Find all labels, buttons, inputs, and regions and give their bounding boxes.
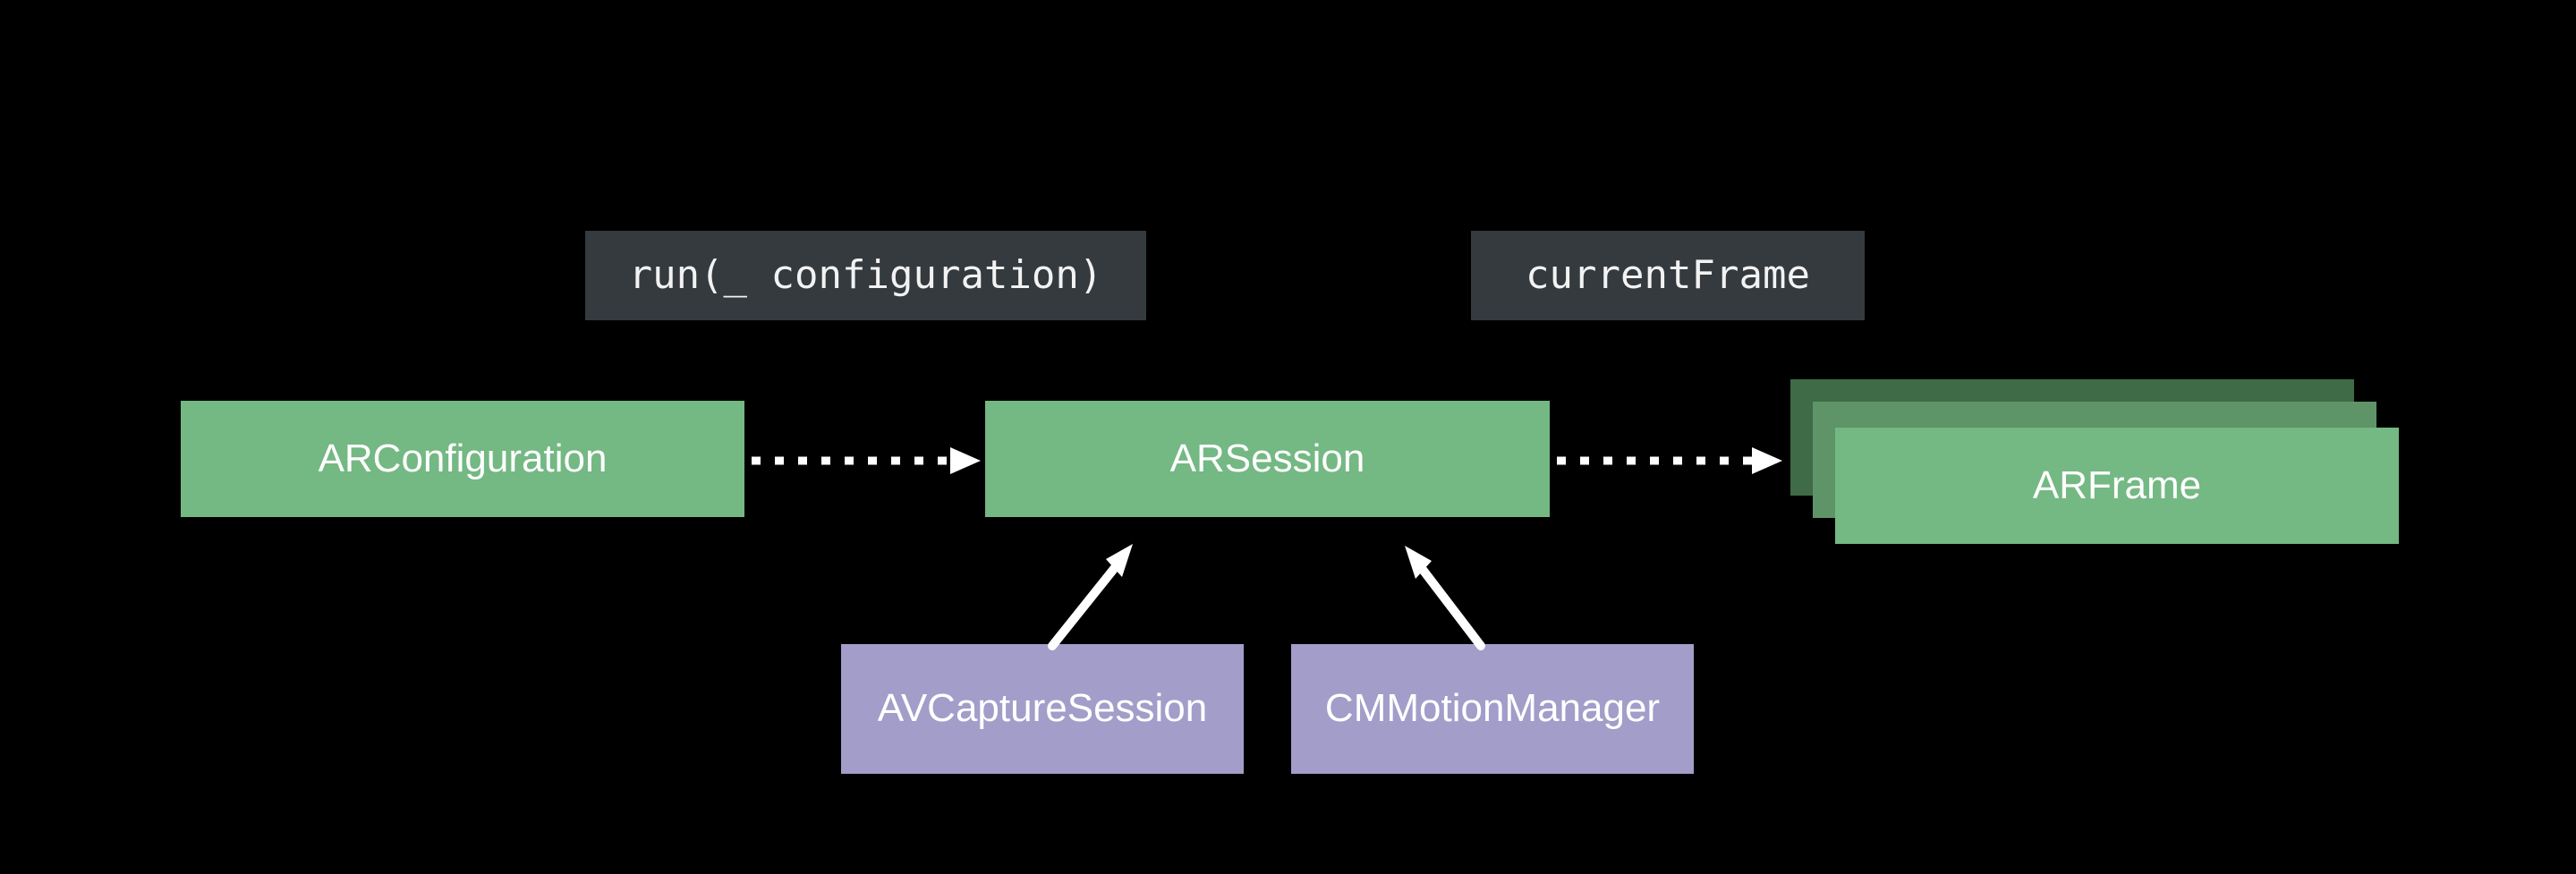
node-cmmotionmanager[interactable]: CMMotionManager bbox=[1291, 644, 1694, 774]
node-arsession[interactable]: ARSession bbox=[985, 401, 1550, 517]
code-label-current-frame: currentFrame bbox=[1471, 231, 1865, 320]
node-arconfiguration[interactable]: ARConfiguration bbox=[181, 401, 744, 517]
node-avcapturesession[interactable]: AVCaptureSession bbox=[841, 644, 1244, 774]
code-label-run-configuration: run(_ configuration) bbox=[585, 231, 1146, 320]
arframe-card-front[interactable]: ARFrame bbox=[1835, 428, 2399, 544]
